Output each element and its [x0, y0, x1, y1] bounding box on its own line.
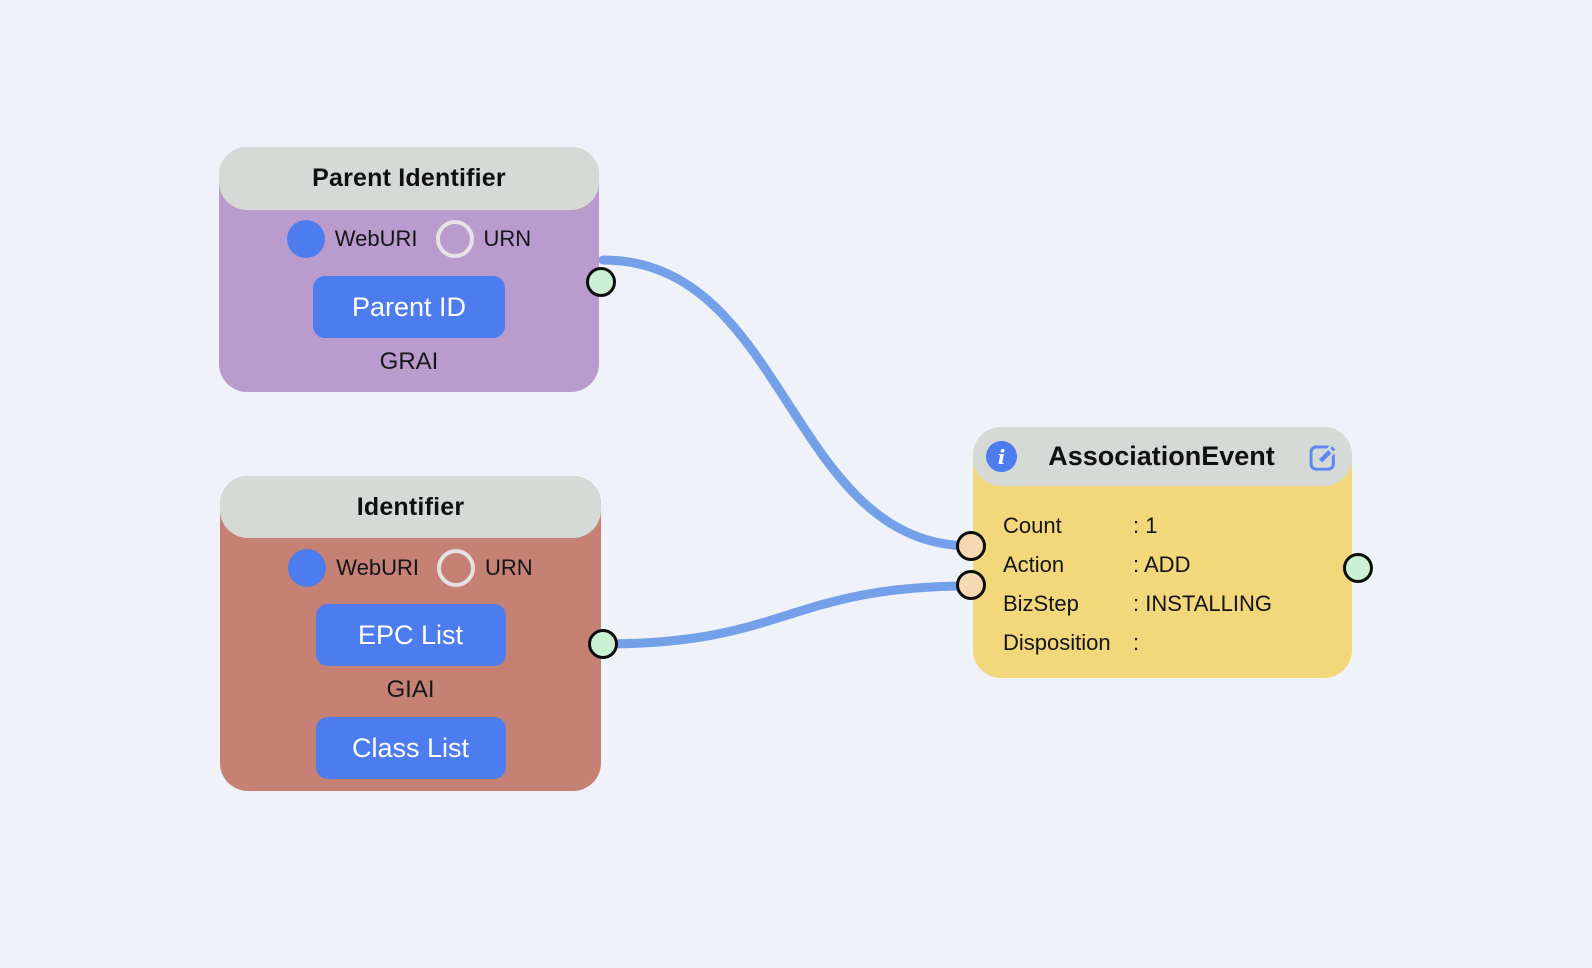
node-association-event-header: i AssociationEvent	[973, 427, 1352, 486]
field-label: Action	[1003, 552, 1065, 577]
radio-urn-label[interactable]: URN	[483, 226, 532, 251]
source-handle[interactable]	[586, 267, 616, 297]
target-handle-child[interactable]	[956, 570, 986, 600]
target-handle-parent[interactable]	[956, 531, 986, 561]
epc-list-button[interactable]: EPC List	[315, 604, 506, 666]
field-row-count: Count : 1	[1003, 512, 1352, 540]
field-value: : 1	[1133, 513, 1158, 538]
node-identifier[interactable]: Identifier WebURI URN EPC List GIAI Clas…	[220, 476, 618, 791]
node-title: Parent Identifier	[312, 164, 506, 192]
edit-button[interactable]	[1306, 440, 1339, 473]
class-list-button[interactable]: Class List	[315, 717, 506, 779]
node-parent-identifier-header: Parent Identifier	[219, 147, 599, 210]
radio-weburi-selected[interactable]	[288, 549, 327, 587]
field-value: : INSTALLING	[1133, 591, 1272, 616]
radio-weburi-label[interactable]: WebURI	[336, 555, 420, 580]
field-row-disposition: Disposition :	[1003, 629, 1352, 657]
edge-parent-identifier-to-association-event[interactable]	[598, 255, 976, 551]
field-row-bizstep: BizStep : INSTALLING	[1003, 590, 1352, 618]
radio-urn-label[interactable]: URN	[485, 555, 533, 580]
event-fields: Count : 1 Action : ADD BizStep : INSTALL…	[973, 486, 1352, 657]
radio-weburi-label[interactable]: WebURI	[334, 226, 418, 251]
node-parent-identifier[interactable]: Parent Identifier WebURI URN Parent ID G…	[219, 147, 616, 392]
radio-weburi-selected[interactable]	[286, 220, 325, 258]
identifier-format-radio-group: WebURI URN	[219, 220, 599, 258]
radio-urn-unselected[interactable]	[435, 220, 474, 258]
source-handle[interactable]	[1343, 553, 1373, 583]
node-title: AssociationEvent	[1048, 441, 1275, 471]
edit-pencil-icon	[1309, 443, 1339, 471]
parent-id-button[interactable]: Parent ID	[313, 276, 505, 338]
info-icon[interactable]: i	[986, 441, 1017, 472]
scheme-caption: GIAI	[386, 676, 435, 703]
source-handle[interactable]	[588, 629, 618, 659]
node-identifier-header: Identifier	[220, 476, 601, 538]
field-row-action: Action : ADD	[1003, 551, 1352, 579]
field-value: : ADD	[1133, 552, 1191, 577]
field-label: BizStep	[1003, 591, 1079, 616]
node-title: Identifier	[356, 492, 465, 521]
field-label: Disposition	[1003, 630, 1111, 655]
edge-identifier-to-association-event[interactable]	[598, 581, 976, 649]
scheme-caption: GRAI	[379, 348, 439, 375]
node-association-event[interactable]: i AssociationEvent Count : 1 Action : AD…	[956, 427, 1373, 678]
identifier-format-radio-group: WebURI URN	[220, 549, 601, 587]
field-value: :	[1133, 630, 1140, 655]
field-label: Count	[1003, 513, 1062, 538]
radio-urn-unselected[interactable]	[437, 549, 476, 587]
